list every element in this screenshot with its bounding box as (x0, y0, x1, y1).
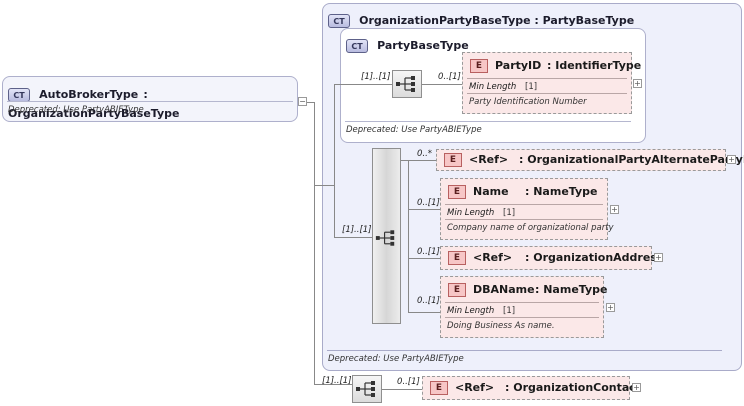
dbaname-type: : NameType (535, 283, 608, 296)
element-badge: E (448, 251, 466, 265)
facet-label: Min Length (469, 82, 517, 92)
autobrokertype-name: AutoBrokerType (39, 88, 139, 101)
alternate-party-id-element[interactable]: E <Ref> : OrganizationalPartyAlternatePa… (436, 149, 744, 171)
organization-contact-type: : OrganizationContact (505, 381, 642, 394)
element-badge: E (470, 59, 488, 73)
partyid-name: PartyID (495, 59, 542, 72)
connector (408, 258, 440, 259)
connector-trunk (408, 160, 409, 312)
deprecated-note: Deprecated: Use PartyABIEType (328, 354, 464, 364)
partybasetype-title: PartyBaseType (377, 39, 469, 52)
connector (334, 84, 392, 85)
organization-contact-element[interactable]: E <Ref> : OrganizationContact (422, 376, 641, 400)
facet-value: [1] (525, 82, 538, 92)
connector (422, 84, 462, 85)
expand-toggle[interactable]: + (654, 253, 663, 262)
expand-toggle[interactable]: + (633, 79, 642, 88)
connector (408, 209, 440, 210)
divider (445, 219, 603, 220)
facet-value: [1] (503, 306, 516, 316)
divider (345, 121, 631, 122)
divider (445, 204, 603, 205)
connector-root-trunk (314, 102, 315, 384)
autobrokertype-node[interactable]: CT AutoBrokerType : OrganizationPartyBas… (2, 76, 298, 122)
divider (445, 302, 599, 303)
divider (327, 350, 722, 351)
divider (7, 101, 293, 102)
autobrokertype-header: CT AutoBrokerType : OrganizationPartyBas… (8, 83, 297, 121)
deprecated-note: Deprecated: Use PartyABIEType (8, 105, 144, 115)
ref-name: <Ref> (469, 153, 509, 166)
complex-type-badge: CT (8, 88, 30, 102)
organization-address-type: : OrganizationAddress (525, 251, 664, 264)
collapse-toggle[interactable]: − (298, 97, 307, 106)
facet-value: [1] (503, 208, 516, 218)
element-badge: E (448, 185, 466, 199)
documentation: Doing Business As name. (447, 321, 555, 331)
deprecated-note: Deprecated: Use PartyABIEType (346, 125, 482, 135)
expand-toggle[interactable]: + (632, 383, 641, 392)
complex-type-badge: CT (328, 14, 350, 28)
element-badge: E (444, 153, 462, 167)
name-element[interactable]: E Name : NameType Min Length [1] Company… (440, 178, 614, 240)
cardinality-label: 0..[1] (417, 247, 440, 257)
partybasetype-header: CT PartyBaseType (346, 34, 469, 53)
autobrokertype-base: OrganizationPartyBaseType (8, 107, 180, 120)
cardinality-label: 0..[1] (417, 198, 440, 208)
divider (467, 78, 627, 79)
ref-name: <Ref> (455, 381, 495, 394)
cardinality-label: 0..[1] (397, 377, 420, 387)
complex-type-badge: CT (346, 39, 368, 53)
expand-toggle[interactable]: + (610, 205, 619, 214)
dbaname-name: DBAName (473, 283, 535, 296)
organization-address-element[interactable]: E <Ref> : OrganizationAddress (440, 246, 663, 270)
organizationpartybasetype-header: CT OrganizationPartyBaseType : PartyBase… (328, 9, 634, 28)
documentation: Party Identification Number (469, 97, 587, 107)
sequence-icon (396, 76, 415, 92)
dbaname-element[interactable]: E DBAName : NameType Min Length [1] Doin… (440, 276, 608, 338)
ref-name: <Ref> (473, 251, 513, 264)
element-badge: E (430, 381, 448, 395)
sequence-compositor[interactable] (392, 70, 422, 98)
connector (334, 237, 372, 238)
facet-label: Min Length (447, 306, 495, 316)
cardinality-label: 0..* (417, 149, 433, 159)
name-name: Name (473, 185, 509, 198)
element-badge: E (448, 283, 466, 297)
connector-to-contact-seq (314, 384, 352, 385)
sequence-compositor[interactable] (372, 148, 401, 324)
cardinality-label: [1]..[1] (342, 225, 372, 235)
divider (445, 317, 599, 318)
organizationpartybasetype-title: OrganizationPartyBaseType : PartyBaseTyp… (359, 14, 635, 27)
partyid-type: : IdentifierType (547, 59, 642, 72)
connector-to-org (314, 185, 322, 186)
connector (408, 160, 436, 161)
cardinality-label: [1]..[1] (322, 376, 352, 386)
sequence-icon (356, 381, 375, 397)
name-type: : NameType (525, 185, 598, 198)
documentation: Company name of organizational party (447, 223, 614, 233)
type-separator: : (143, 88, 148, 101)
connector (382, 389, 422, 390)
cardinality-label: 0..[1] (438, 72, 461, 82)
divider (467, 93, 627, 94)
connector (322, 185, 334, 186)
sequence-compositor[interactable] (352, 375, 382, 403)
expand-toggle[interactable]: + (606, 303, 615, 312)
partyid-element[interactable]: E PartyID : IdentifierType Min Length [1… (462, 52, 641, 114)
connector (401, 160, 409, 161)
connector-trunk (334, 84, 335, 237)
cardinality-label: [1]..[1] (361, 72, 391, 82)
facet-label: Min Length (447, 208, 495, 218)
cardinality-label: 0..[1] (417, 296, 440, 306)
connector (408, 312, 440, 313)
sequence-icon (375, 230, 395, 246)
alternate-party-id-type: : OrganizationalPartyAlternatePartyId (519, 153, 744, 166)
expand-toggle[interactable]: + (727, 155, 736, 164)
